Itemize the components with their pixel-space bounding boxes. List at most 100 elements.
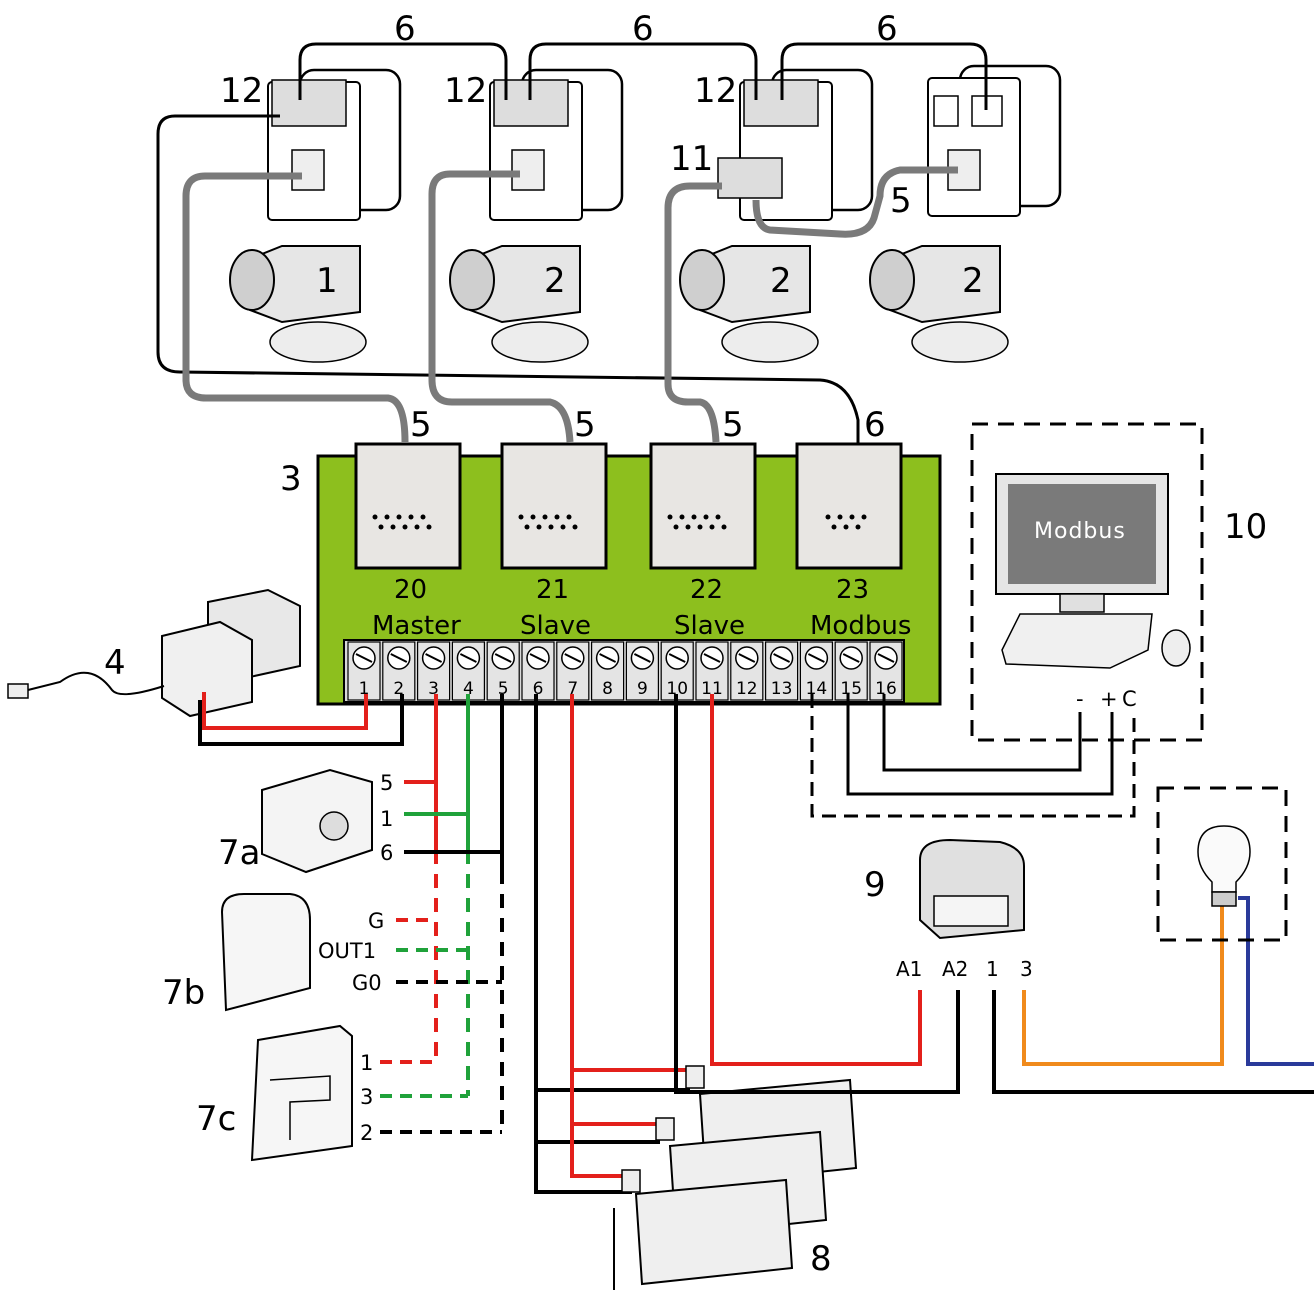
monitor-screen [1008, 484, 1156, 584]
terminal-number-15: 15 [840, 679, 862, 699]
terminal-number-5: 5 [498, 679, 509, 699]
port-number-20: 20 [394, 575, 427, 605]
terminal-number-7: 7 [567, 679, 578, 699]
port-number-22: 22 [690, 575, 723, 605]
terminal-number-16: 16 [875, 679, 897, 699]
modbus-frame [970, 422, 1204, 742]
computer [995, 473, 1191, 669]
callout-2-c: 2 [962, 261, 984, 301]
port-name-slave-2: Slave [674, 611, 745, 641]
wire-relay-black [674, 694, 960, 1094]
terminal-number-8: 8 [602, 679, 613, 699]
callout-4: 4 [104, 643, 126, 683]
wire-lamp-blue [1238, 896, 1314, 1066]
sensor-7b-pin-g: G [368, 909, 384, 933]
callout-2-b: 2 [770, 261, 792, 301]
port-name-slave-1: Slave [520, 611, 591, 641]
damper-actuator-2a [449, 245, 589, 363]
terminal-screw-slot [425, 653, 443, 663]
room-thermostat [261, 768, 373, 874]
rj-sockets [354, 442, 903, 570]
damper-actuator-2c [869, 245, 1009, 363]
terminal-screw-slot [807, 653, 825, 663]
callout-5-a: 5 [410, 405, 432, 445]
terminal-number-12: 12 [736, 679, 758, 699]
relay-pin-a1: A1 [896, 957, 922, 981]
sensor-7c-pin-1: 1 [360, 1051, 373, 1075]
relay-pin-a2: A2 [942, 957, 968, 981]
terminal-number-9: 9 [637, 679, 648, 699]
terminal-1 [347, 641, 381, 701]
terminal-screw-slot [494, 653, 512, 663]
transformer [7, 588, 301, 718]
relay-pin-1: 1 [986, 957, 999, 981]
port-name-modbus: Modbus [810, 611, 911, 641]
terminal-screw-slot [703, 653, 721, 663]
port-number-23: 23 [836, 575, 869, 605]
radiator-1 [613, 1169, 794, 1290]
callout-12-c: 12 [694, 71, 737, 111]
room-unit-4 [927, 64, 1062, 217]
port-name-master: Master [372, 611, 461, 641]
wire-relay-output-orange [1022, 902, 1224, 1066]
keyboard [1001, 613, 1153, 669]
socket-23 [795, 442, 903, 570]
callout-2-a: 2 [544, 261, 566, 301]
terminal-number-10: 10 [666, 679, 688, 699]
terminal-screw-slot [564, 653, 582, 663]
callout-12-a: 12 [220, 71, 263, 111]
terminal-screw-slot [529, 653, 547, 663]
terminal-screw-slot [459, 653, 477, 663]
callout-1: 1 [316, 261, 338, 301]
callout-7b: 7b [162, 973, 205, 1013]
pin-minus: - [1076, 687, 1084, 711]
callout-8: 8 [810, 1239, 832, 1279]
terminal-number-3: 3 [428, 679, 439, 699]
wire-power-black [198, 694, 404, 746]
sensor-7b [220, 893, 311, 1012]
wire-relay-red [710, 694, 922, 1066]
terminal-screw-slot [773, 653, 791, 663]
terminal-screw-slot [738, 653, 756, 663]
callout-11: 11 [670, 139, 713, 179]
damper-actuator-1 [229, 245, 367, 363]
room-unit-1 [267, 68, 402, 221]
terminal-7 [556, 641, 590, 701]
callout-6-bus: 6 [864, 405, 886, 445]
terminal-number-11: 11 [701, 679, 723, 699]
pin-c: C [1122, 687, 1137, 711]
sensor-7b-pin-out1: OUT1 [318, 939, 376, 963]
terminal-screws [347, 641, 903, 701]
terminal-screw-slot [355, 653, 373, 663]
callout-6-a: 6 [394, 9, 416, 49]
terminal-screw-slot [877, 653, 895, 663]
mouse-icon [1161, 629, 1191, 667]
terminal-screw-slot [668, 653, 686, 663]
cable-6-daisy-chain [298, 42, 988, 110]
callout-5-c: 5 [722, 405, 744, 445]
callout-12-b: 12 [444, 71, 487, 111]
room-units [267, 64, 1062, 221]
port-number-21: 21 [536, 575, 569, 605]
callout-9: 9 [864, 865, 886, 905]
cable-5-connections [182, 166, 958, 443]
radiator-wiring [534, 694, 690, 1194]
sensor-wiring [380, 694, 504, 1134]
sensor-7b-pin-g0: G0 [352, 971, 382, 995]
radiators [613, 1065, 858, 1290]
modbus-wiring [810, 694, 1136, 818]
terminal-number-2: 2 [393, 679, 404, 699]
room-unit-2 [489, 68, 624, 221]
socket-21 [500, 442, 608, 570]
wire-power-red [202, 692, 368, 730]
wire-relay-output-black [992, 990, 1314, 1094]
sensor-7a-pin-5: 5 [380, 771, 393, 795]
terminal-screw-slot [390, 653, 408, 663]
terminal-screw-slot [842, 653, 860, 663]
callout-10: 10 [1224, 507, 1267, 547]
callout-6-b: 6 [632, 9, 654, 49]
terminal-number-6: 6 [533, 679, 544, 699]
